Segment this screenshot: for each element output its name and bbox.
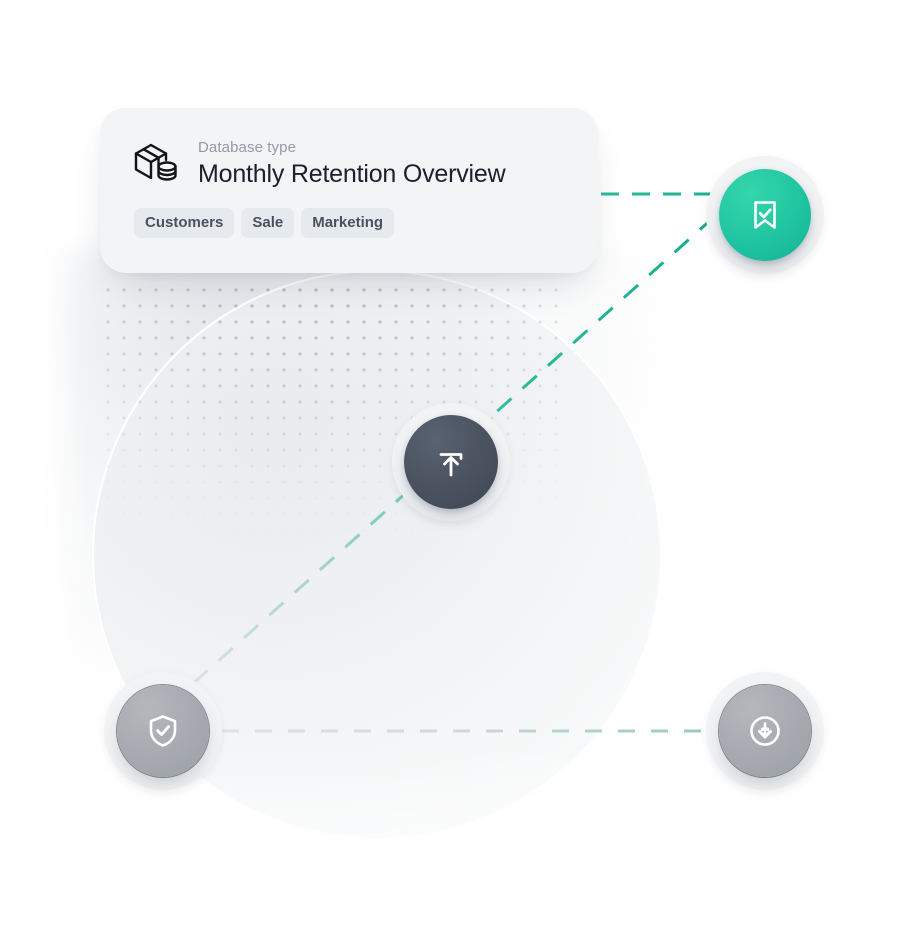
tag-customers[interactable]: Customers	[134, 208, 235, 238]
node-secure-core[interactable]	[117, 685, 209, 777]
node-download-core[interactable]	[719, 685, 811, 777]
database-package-icon	[130, 138, 182, 190]
tag-sale[interactable]: Sale	[241, 208, 295, 238]
node-upload-core[interactable]	[404, 415, 498, 509]
database-info-card[interactable]: Database type Monthly Retention Overview…	[100, 108, 598, 273]
node-secure[interactable]	[104, 672, 222, 790]
card-text-block: Database type Monthly Retention Overview	[198, 138, 506, 190]
card-header: Database type Monthly Retention Overview	[130, 138, 566, 190]
node-validate-core[interactable]	[719, 169, 811, 261]
node-download[interactable]	[706, 672, 824, 790]
card-title: Monthly Retention Overview	[198, 160, 506, 188]
card-eyebrow-label: Database type	[198, 139, 297, 156]
upload-icon	[434, 445, 468, 479]
tag-marketing[interactable]: Marketing	[301, 208, 395, 238]
download-circle-icon	[746, 712, 784, 750]
node-validate[interactable]	[706, 156, 824, 274]
shield-check-icon	[145, 713, 181, 749]
node-upload[interactable]	[392, 403, 510, 521]
bookmark-check-icon	[748, 198, 782, 232]
card-tag-list: Customers Sale Marketing	[134, 208, 566, 238]
